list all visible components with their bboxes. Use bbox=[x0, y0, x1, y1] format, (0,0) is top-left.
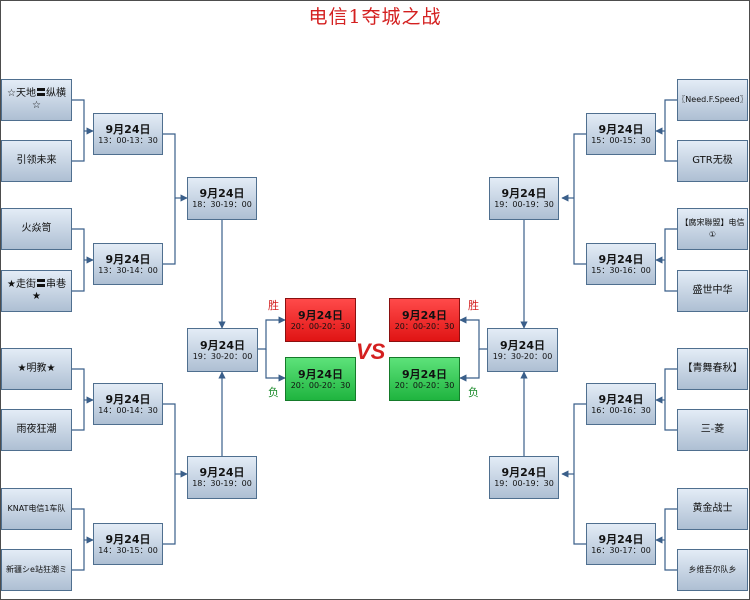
lose-label-left: 负 bbox=[268, 386, 279, 399]
team-name: 火焱笥 bbox=[21, 223, 52, 234]
team-left-6[interactable]: 雨夜狂潮 bbox=[1, 409, 72, 451]
team-right-8[interactable]: 乡维吾尔队乡 bbox=[677, 549, 748, 591]
team-right-2[interactable]: GTR无极 bbox=[677, 140, 748, 182]
lose-label-right: 负 bbox=[468, 386, 479, 399]
match-left-semi[interactable]: 9月24日 19：30-20：00 bbox=[187, 328, 258, 372]
match-left-r1-1[interactable]: 9月24日 13：00-13：30 bbox=[93, 113, 163, 155]
team-left-7[interactable]: KNAT电信1车队 bbox=[1, 488, 72, 530]
match-right-r1-4[interactable]: 9月24日 16：30-17：00 bbox=[586, 523, 656, 565]
team-name: KNAT电信1车队 bbox=[7, 504, 66, 513]
team-name: ★走街〓串巷★ bbox=[7, 279, 66, 302]
team-right-1[interactable]: 〖Need.F.Speed〗 bbox=[677, 79, 748, 121]
match-left-r2-1[interactable]: 9月24日 18：30-19：00 bbox=[187, 177, 257, 220]
match-right-r2-1[interactable]: 9月24日 19：00-19：30 bbox=[489, 177, 559, 220]
team-left-8[interactable]: 新疆シe站狂潮ミ bbox=[1, 549, 72, 591]
match-time: 16：30-17：00 bbox=[591, 545, 651, 555]
match-date: 9月24日 bbox=[402, 367, 447, 381]
match-left-r1-3[interactable]: 9月24日 14：00-14：30 bbox=[93, 383, 163, 425]
match-date: 9月24日 bbox=[105, 392, 151, 406]
match-date: 9月24日 bbox=[298, 308, 343, 322]
match-date: 9月24日 bbox=[500, 338, 545, 352]
match-time: 18：30-19：00 bbox=[192, 200, 252, 209]
team-name: ★明教★ bbox=[17, 363, 56, 374]
match-date: 9月24日 bbox=[105, 532, 151, 546]
match-time: 20：00-20：30 bbox=[290, 321, 351, 331]
match-time: 18：30-19：00 bbox=[192, 479, 252, 488]
match-time: 20：00-20：30 bbox=[394, 380, 455, 390]
final-winners-right[interactable]: 9月24日 20：00-20：30 bbox=[389, 298, 460, 342]
team-name: 〖Need.F.Speed〗 bbox=[677, 95, 748, 104]
match-date: 9月24日 bbox=[501, 187, 547, 200]
team-right-4[interactable]: 盛世中华 bbox=[677, 270, 748, 312]
match-time: 15：30-16：00 bbox=[591, 265, 651, 275]
match-date: 9月24日 bbox=[200, 338, 245, 352]
team-right-5[interactable]: 【青舞春秋】 bbox=[677, 348, 748, 390]
win-label-left: 胜 bbox=[268, 299, 279, 312]
match-left-r1-2[interactable]: 9月24日 13：30-14：00 bbox=[93, 243, 163, 285]
match-time: 19：00-19：30 bbox=[494, 200, 554, 209]
match-date: 9月24日 bbox=[298, 367, 343, 381]
final-losers-right[interactable]: 9月24日 20：00-20：30 bbox=[389, 357, 460, 401]
match-date: 9月24日 bbox=[199, 466, 245, 479]
team-left-2[interactable]: 引领未来 bbox=[1, 140, 72, 182]
team-left-1[interactable]: ☆天地〓纵横☆ bbox=[1, 79, 72, 121]
match-right-r1-3[interactable]: 9月24日 16：00-16：30 bbox=[586, 383, 656, 425]
match-time: 20：00-20：30 bbox=[394, 321, 455, 331]
team-right-7[interactable]: 黄金战士 bbox=[677, 488, 748, 530]
match-time: 14：30-15：00 bbox=[98, 545, 158, 555]
match-date: 9月24日 bbox=[402, 308, 447, 322]
match-right-semi[interactable]: 9月24日 19：30-20：00 bbox=[487, 328, 558, 372]
match-left-r2-2[interactable]: 9月24日 18：30-19：00 bbox=[187, 456, 257, 499]
match-time: 19：00-19：30 bbox=[494, 479, 554, 488]
win-label-right: 胜 bbox=[468, 299, 479, 312]
team-name: 盛世中华 bbox=[692, 285, 733, 296]
match-left-r1-4[interactable]: 9月24日 14：30-15：00 bbox=[93, 523, 163, 565]
match-date: 9月24日 bbox=[598, 532, 644, 546]
match-time: 16：00-16：30 bbox=[591, 405, 651, 415]
team-name: 引领未来 bbox=[16, 155, 57, 166]
team-name: 【腐宋聯盟】电信① bbox=[680, 218, 745, 239]
page-title: 电信1夺城之战 bbox=[308, 6, 442, 28]
team-right-3[interactable]: 【腐宋聯盟】电信① bbox=[677, 208, 748, 250]
match-date: 9月24日 bbox=[199, 187, 245, 200]
final-winners-left[interactable]: 9月24日 20：00-20：30 bbox=[285, 298, 356, 342]
match-date: 9月24日 bbox=[598, 252, 644, 266]
team-name: GTR无极 bbox=[692, 155, 733, 166]
match-date: 9月24日 bbox=[501, 466, 547, 479]
match-time: 19：30-20：00 bbox=[492, 351, 553, 361]
match-time: 19：30-20：00 bbox=[192, 351, 253, 361]
match-date: 9月24日 bbox=[105, 252, 151, 266]
vs-label: VS bbox=[356, 339, 386, 364]
team-left-4[interactable]: ★走街〓串巷★ bbox=[1, 270, 72, 312]
match-time: 13：30-14：00 bbox=[98, 265, 158, 275]
team-name: 新疆シe站狂潮ミ bbox=[6, 565, 67, 574]
match-time: 20：00-20：30 bbox=[290, 380, 351, 390]
team-name: 雨夜狂潮 bbox=[16, 424, 57, 435]
match-right-r1-2[interactable]: 9月24日 15：30-16：00 bbox=[586, 243, 656, 285]
team-left-3[interactable]: 火焱笥 bbox=[1, 208, 72, 250]
match-right-r2-2[interactable]: 9月24日 19：00-19：30 bbox=[489, 456, 559, 499]
team-name: ☆天地〓纵横☆ bbox=[7, 88, 66, 111]
team-name: 三-菱 bbox=[700, 424, 725, 435]
final-losers-left[interactable]: 9月24日 20：00-20：30 bbox=[285, 357, 356, 401]
team-name: 乡维吾尔队乡 bbox=[688, 565, 737, 574]
match-date: 9月24日 bbox=[105, 122, 151, 136]
match-date: 9月24日 bbox=[598, 122, 644, 136]
team-name: 【青舞春秋】 bbox=[682, 363, 743, 374]
match-date: 9月24日 bbox=[598, 392, 644, 406]
team-right-6[interactable]: 三-菱 bbox=[677, 409, 748, 451]
team-left-5[interactable]: ★明教★ bbox=[1, 348, 72, 390]
match-time: 15：00-15：30 bbox=[591, 135, 651, 145]
team-name: 黄金战士 bbox=[692, 503, 733, 514]
match-time: 13：00-13：30 bbox=[98, 135, 158, 145]
match-right-r1-1[interactable]: 9月24日 15：00-15：30 bbox=[586, 113, 656, 155]
match-time: 14：00-14：30 bbox=[98, 405, 158, 415]
